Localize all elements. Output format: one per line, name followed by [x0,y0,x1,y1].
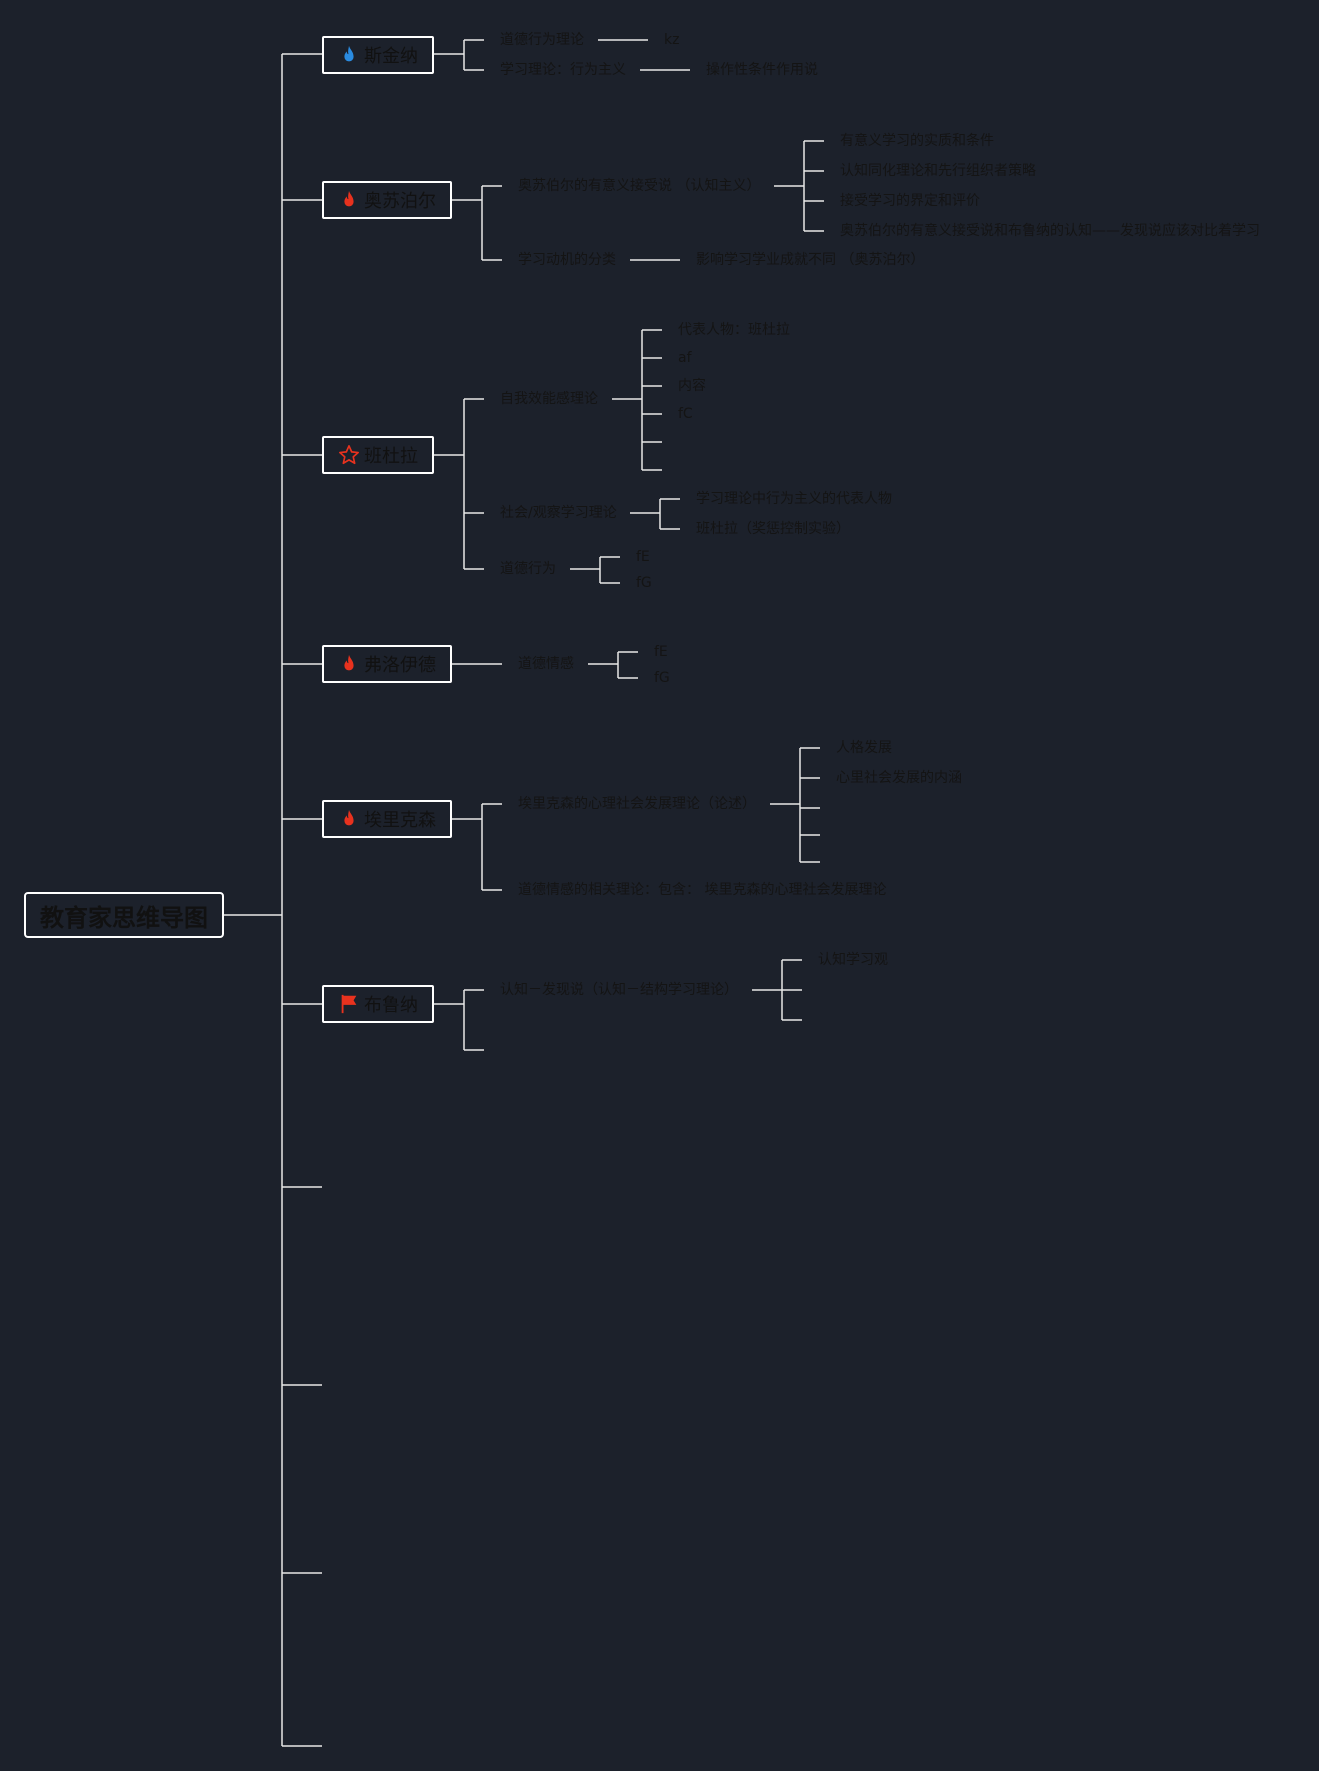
subtopic-af[interactable]: af [678,350,692,366]
branch-label: 奥苏泊尔 [364,191,436,212]
fire-red-icon [344,190,354,207]
branch-label: 弗洛伊德 [364,655,436,676]
subtopic-assimilation-theory[interactable]: 认知同化理论和先行组织者策略 [840,163,1036,179]
branch-bruner[interactable]: 布鲁纳 [322,985,434,1023]
topic-motivation-classification[interactable]: 学习动机的分类 [518,252,616,268]
topic-meaningful-reception[interactable]: 奥苏伯尔的有意义接受说 （认知主义） [518,178,761,194]
subtopic-comparison[interactable]: 奥苏伯尔的有意义接受说和布鲁纳的认知——发现说应该对比着学习 [840,223,1260,239]
root-node[interactable]: 教育家思维导图 [24,892,224,938]
subtopic-kz[interactable]: kz [664,32,680,48]
fire-red-icon [344,809,354,826]
branch-freud[interactable]: 弗洛伊德 [322,645,452,683]
fire-blue-icon [344,45,354,62]
subtopic-content[interactable]: 内容 [678,378,706,394]
topic-psychosocial-development[interactable]: 埃里克森的心理社会发展理论（论述） [518,796,756,812]
branch-skinner[interactable]: 斯金纳 [322,36,434,74]
branch-label: 斯金纳 [364,46,418,67]
subtopic-achievement-impact[interactable]: 影响学习学业成就不同 （奥苏泊尔） [696,252,925,268]
subtopic-fe[interactable]: fE [636,549,650,565]
topic-observational-learning[interactable]: 社会/观察学习理论 [500,505,617,521]
subtopic-operant-conditioning[interactable]: 操作性条件作用说 [706,62,818,78]
subtopic-behaviorism-representative[interactable]: 学习理论中行为主义的代表人物 [696,491,892,507]
subtopic-psychosocial-meaning[interactable]: 心里社会发展的内涵 [836,770,962,786]
subtopic-bandura-experiment[interactable]: 班杜拉（奖惩控制实验） [696,521,850,537]
subtopic-fg[interactable]: fG [636,575,652,591]
branch-erikson[interactable]: 埃里克森 [322,800,452,838]
branch-label: 埃里克森 [364,810,436,831]
subtopic-personality-development[interactable]: 人格发展 [836,740,892,756]
subtopic-reception-learning[interactable]: 接受学习的界定和评价 [840,193,980,209]
topic-moral-behavior-theory[interactable]: 道德行为理论 [500,32,584,48]
subtopic-fe[interactable]: fE [654,644,668,660]
star-outline-icon [339,445,359,465]
branch-bandura[interactable]: 班杜拉 [322,436,434,474]
topic-moral-behavior[interactable]: 道德行为 [500,561,556,577]
topic-self-efficacy[interactable]: 自我效能感理论 [500,391,598,407]
topic-moral-emotion-theories[interactable]: 道德情感的相关理论：包含： 埃里克森的心理社会发展理论 [518,882,887,898]
branch-ausubel[interactable]: 奥苏泊尔 [322,181,452,219]
fire-red-icon [344,654,354,671]
subtopic-cognitive-learning-view[interactable]: 认知学习观 [818,952,888,968]
subtopic-meaningful-learning-essence[interactable]: 有意义学习的实质和条件 [840,133,994,149]
subtopic-representative[interactable]: 代表人物：班杜拉 [678,322,790,338]
root-label: 教育家思维导图 [40,903,208,932]
subtopic-fg[interactable]: fG [654,670,670,686]
branch-label: 班杜拉 [364,446,418,467]
topic-moral-emotion[interactable]: 道德情感 [518,656,574,672]
subtopic-fc[interactable]: fC [678,406,693,422]
flag-red-icon [341,994,357,1014]
topic-learning-theory-behaviorism[interactable]: 学习理论：行为主义 [500,62,626,78]
topic-discovery-learning[interactable]: 认知－发现说（认知－结构学习理论） [500,982,738,998]
branch-label: 布鲁纳 [364,995,418,1016]
